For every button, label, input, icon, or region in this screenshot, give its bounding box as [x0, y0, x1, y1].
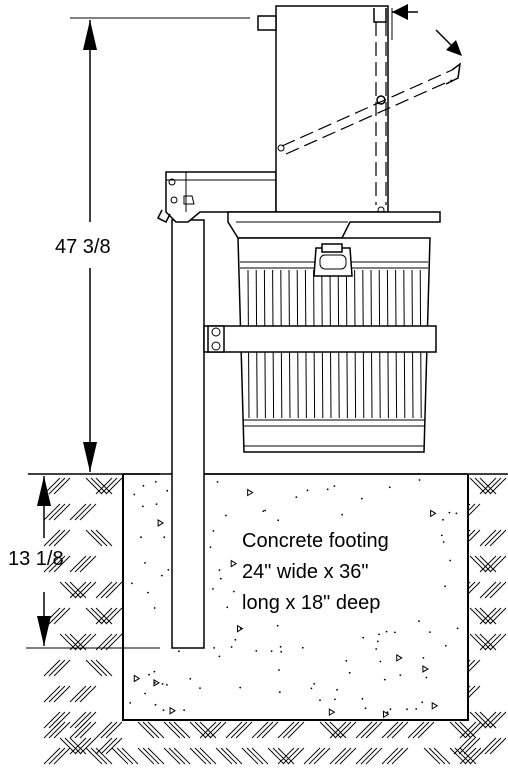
- concrete-aggregate: [129, 479, 459, 719]
- support-post: [171, 219, 205, 649]
- lid-housing: [257, 5, 461, 214]
- footing-note-line-3: long x 18" deep: [242, 592, 380, 614]
- dimension-label-footing-depth: 13 1/8: [8, 548, 64, 570]
- footing-note-line-1: Concrete footing: [242, 530, 389, 552]
- footing-note: Concrete footing 24" wide x 36" long x 1…: [238, 524, 438, 616]
- dimension-label-overall-height: 47 3/8: [55, 236, 111, 258]
- dimension-footing-depth: [26, 476, 160, 649]
- mounting-band: [203, 325, 437, 353]
- lid-motion-arrows: [392, 4, 462, 56]
- can-rim: [227, 211, 441, 239]
- dimension-overall-height: [70, 17, 250, 472]
- footing-note-line-2: 24" wide x 36": [242, 561, 369, 583]
